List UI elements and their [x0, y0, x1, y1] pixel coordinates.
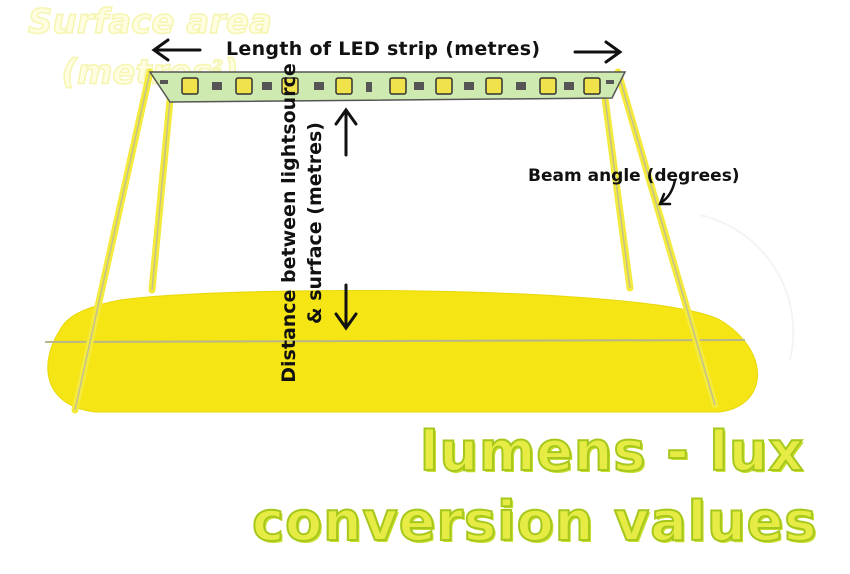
title-line-2: conversion values — [251, 489, 818, 554]
distance-arrows — [334, 107, 358, 331]
beam-angle-label: Beam angle (degrees) — [528, 166, 740, 186]
distance-label: Distance between lightsource & surface (… — [278, 63, 326, 383]
title-line-1: lumens - lux — [419, 419, 805, 484]
beam-angle-arc — [699, 214, 795, 361]
surface-center-line — [44, 339, 746, 343]
led-strip — [148, 71, 627, 103]
strip-length-label: Length of LED strip (metres) — [226, 38, 541, 60]
surface-area-title: Surface area — [27, 1, 272, 43]
beam-angle-pointer — [658, 178, 677, 206]
length-arrows — [151, 38, 623, 64]
surface-area-shape — [47, 289, 758, 413]
